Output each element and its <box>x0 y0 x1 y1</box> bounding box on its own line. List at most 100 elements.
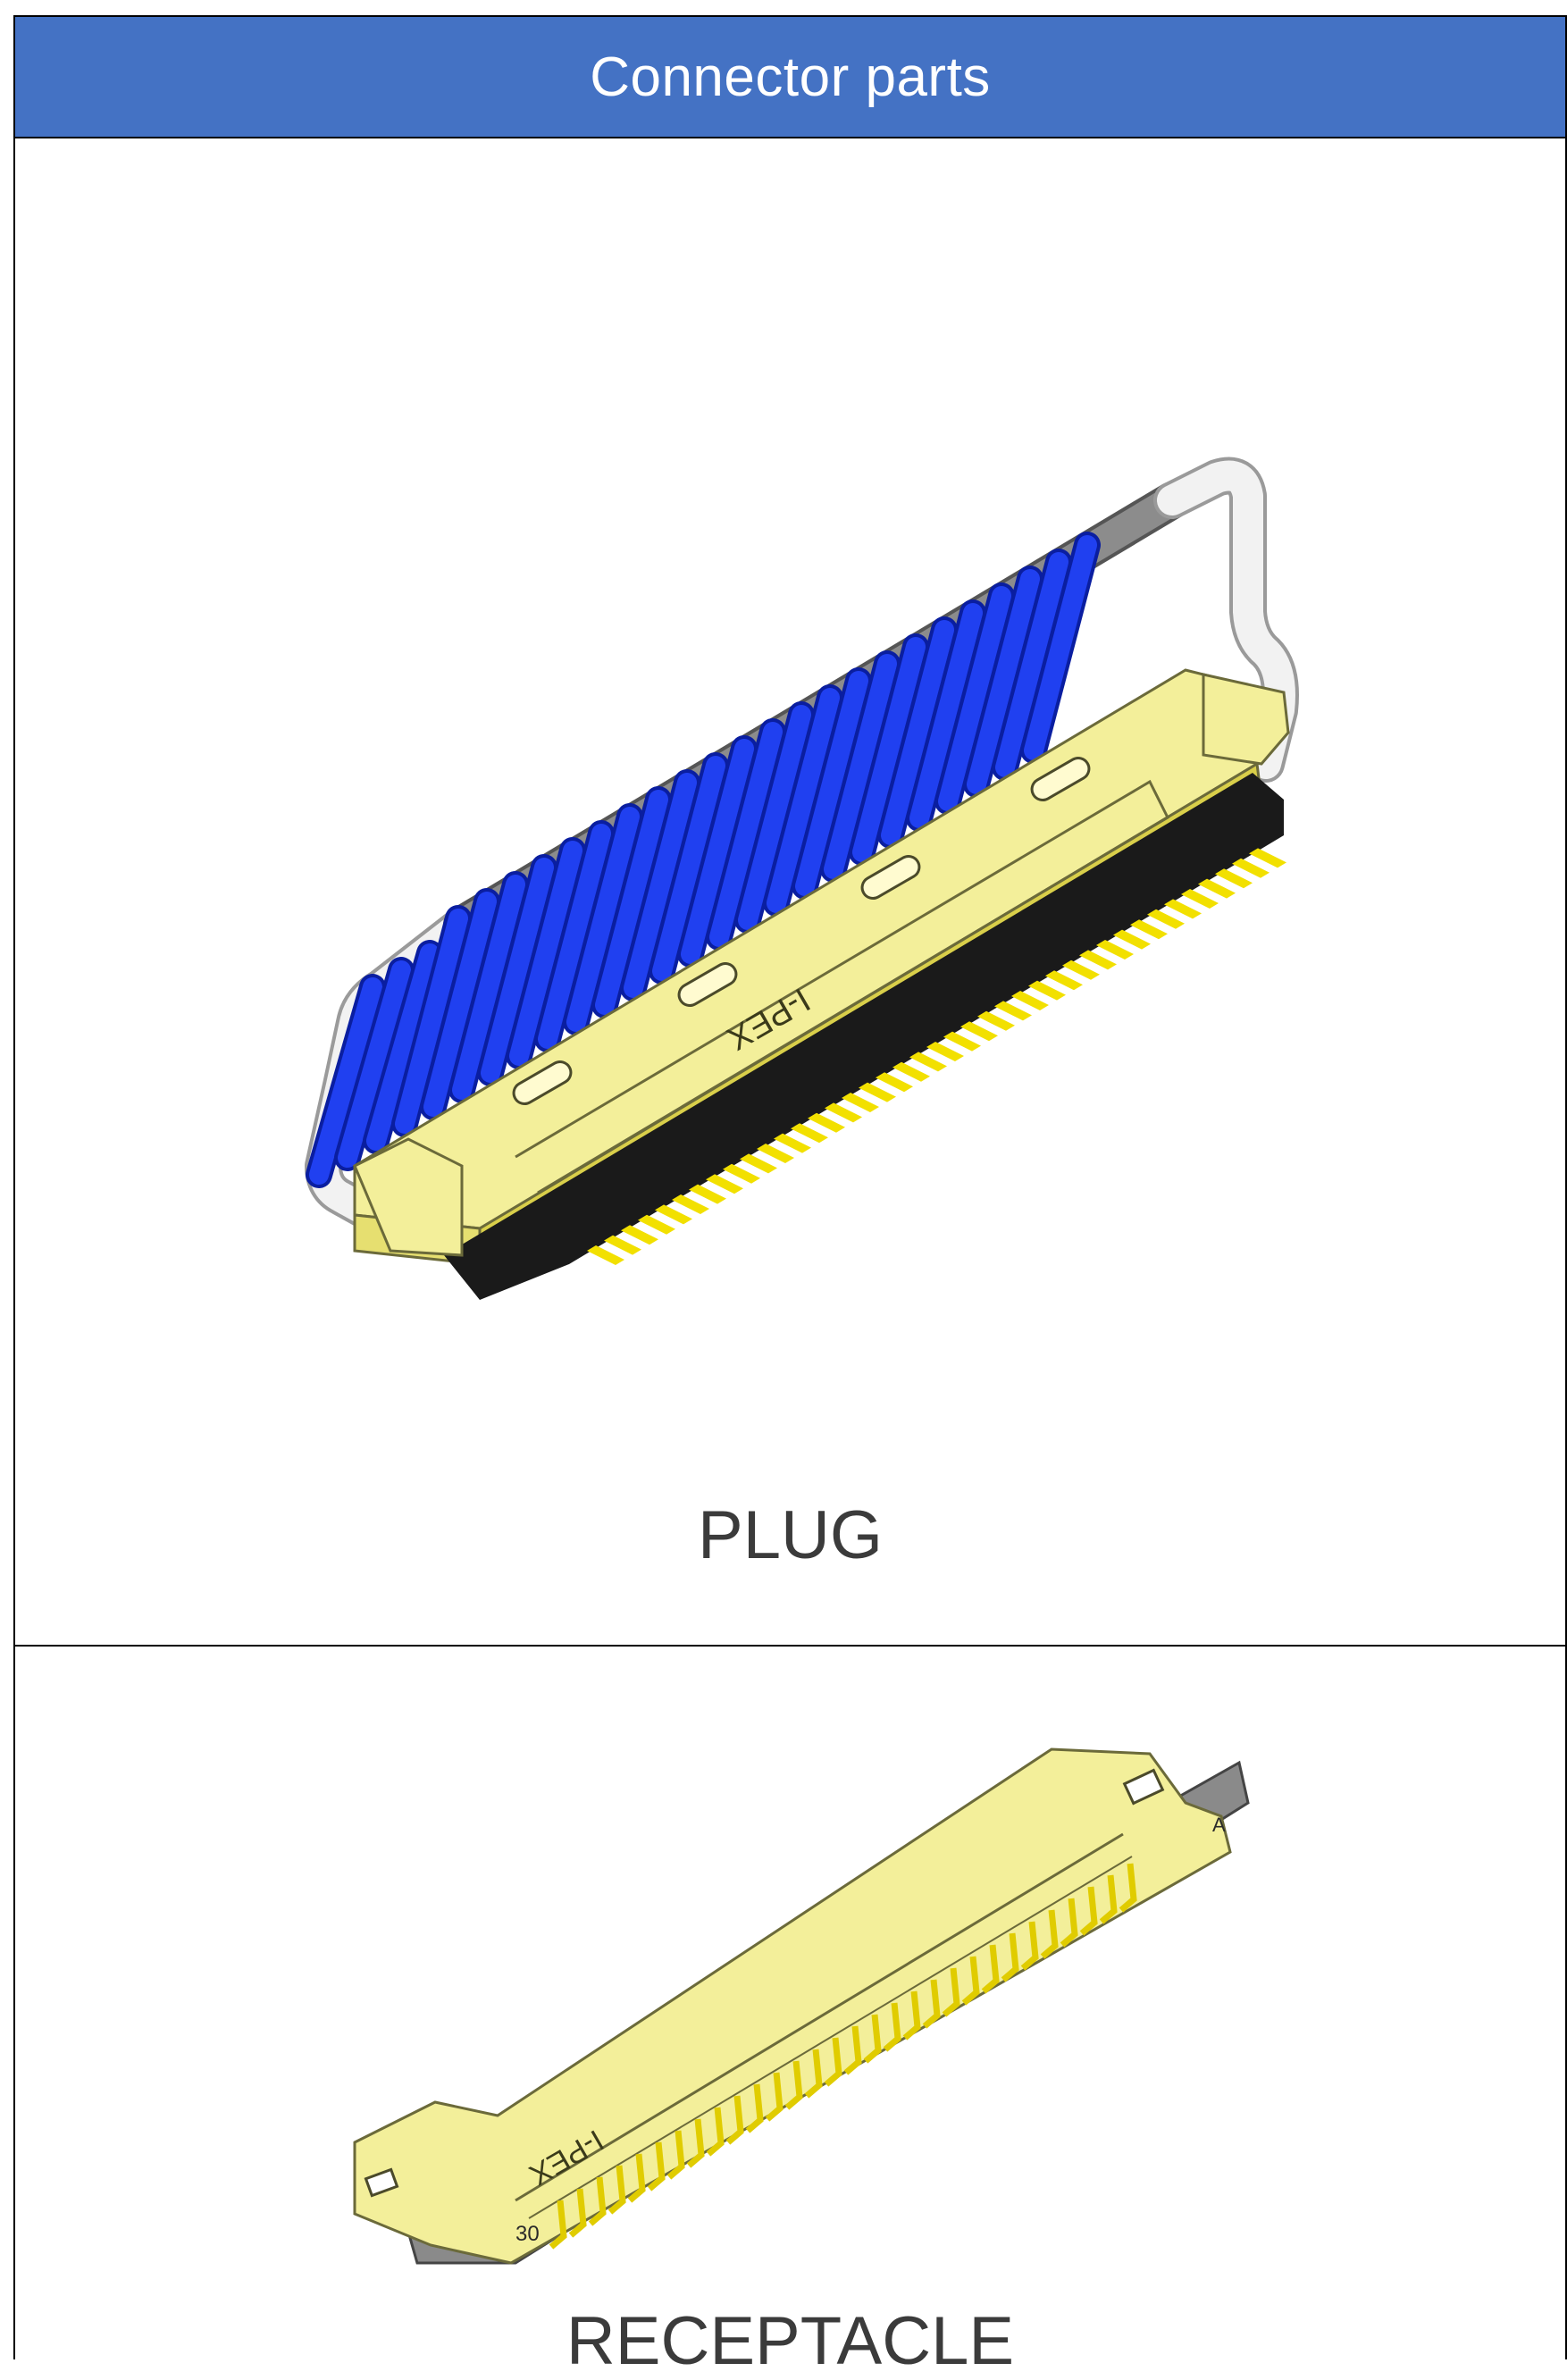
plug-contact <box>1198 878 1236 899</box>
plug-contact <box>740 1153 777 1174</box>
plug-contact <box>1215 868 1253 889</box>
receptacle-contact <box>1119 1863 1137 1913</box>
cable <box>967 569 1040 794</box>
plug-contact <box>1062 960 1100 980</box>
receptacle-contact <box>942 1967 960 2017</box>
plug-contact <box>994 1001 1032 1021</box>
receptacle-contact <box>1079 1886 1098 1936</box>
cable <box>1024 535 1097 760</box>
receptacle-contact <box>745 2083 764 2133</box>
plug-contact <box>1096 940 1134 960</box>
plug-contact <box>587 1245 624 1265</box>
receptacle-contact <box>961 1956 980 2006</box>
receptacle-contact <box>1020 1921 1039 1971</box>
cable <box>366 943 440 1151</box>
plug-contact <box>859 1082 896 1102</box>
receptacle-contact <box>588 2176 607 2226</box>
plug-contact <box>672 1194 709 1214</box>
plug-contact <box>808 1112 845 1133</box>
cable <box>738 705 811 930</box>
cable <box>338 960 411 1168</box>
cable <box>423 892 497 1117</box>
receptacle-contact <box>1001 1932 1019 1982</box>
cable <box>481 858 554 1083</box>
plug-image: I-PEX <box>305 457 1299 1300</box>
cable <box>624 773 697 998</box>
cable <box>509 841 582 1066</box>
plug-slots <box>512 757 1091 1105</box>
plug-base <box>444 773 1284 1300</box>
plug-contact <box>1045 970 1083 991</box>
plug-contact <box>1113 929 1151 950</box>
plug-contact <box>1147 909 1185 929</box>
cable <box>652 756 725 981</box>
plug-contact <box>604 1235 641 1255</box>
plug-contact <box>1164 899 1202 919</box>
receptacle-contact <box>922 1979 941 2029</box>
table-header: Connector parts <box>15 17 1565 138</box>
receptacle-contact <box>686 2118 705 2168</box>
cable <box>595 790 668 1015</box>
receptacle-contact <box>784 2060 803 2110</box>
plug-contact <box>825 1102 862 1123</box>
receptacle-contact <box>627 2153 646 2203</box>
receptacle-contact <box>765 2072 784 2122</box>
receptacle-caption: RECEPTACLE <box>566 2303 1015 2379</box>
plug-contact <box>638 1214 675 1235</box>
cable <box>538 824 611 1049</box>
plug-contact <box>977 1010 1015 1031</box>
plug-contact <box>757 1144 794 1163</box>
cable <box>709 722 783 947</box>
plug-contact <box>1181 889 1219 909</box>
plug-contact <box>1249 848 1286 868</box>
plug-contact <box>1079 950 1117 970</box>
receptacle-contact <box>725 2095 744 2145</box>
receptacle-contact <box>1060 1898 1078 1948</box>
plug-cables <box>306 532 1101 1188</box>
receptacle-contact <box>608 2165 626 2215</box>
receptacle-pin-label: 30 <box>515 2222 540 2246</box>
cable <box>852 637 926 862</box>
receptacle-contact <box>883 2002 901 2052</box>
plug-contact <box>689 1184 726 1204</box>
cable <box>681 739 754 964</box>
receptacle-contact <box>666 2130 685 2180</box>
receptacle-contact <box>902 1990 921 2041</box>
plug-contact <box>655 1204 692 1225</box>
receptacle-contact <box>549 2200 567 2250</box>
cable <box>938 586 1011 811</box>
plug-contact <box>1028 980 1066 1001</box>
receptacle-contact <box>843 2025 862 2075</box>
plug-contact <box>943 1031 981 1052</box>
plug-contact <box>876 1072 913 1093</box>
plug-contact <box>892 1061 930 1082</box>
plug-contact <box>842 1093 879 1112</box>
plug-contact <box>774 1133 811 1153</box>
plug-caption: PLUG <box>698 1497 883 1573</box>
plug-contact <box>1232 858 1270 878</box>
receptacle-contact <box>706 2107 725 2157</box>
plug-contact <box>1011 991 1049 1010</box>
plug-contact <box>909 1052 947 1072</box>
plug-contact <box>791 1123 828 1144</box>
receptacle-contact <box>863 2014 882 2064</box>
cable <box>909 603 983 828</box>
header-title: Connector parts <box>590 46 991 108</box>
plug-contacts <box>587 848 1286 1265</box>
plug-contact <box>1130 919 1168 940</box>
cable <box>995 552 1068 777</box>
receptacle-contact <box>1040 1909 1059 1959</box>
plug-contact <box>621 1225 658 1245</box>
receptacle-pin-label-a: A <box>1212 1814 1226 1836</box>
cable <box>395 909 468 1134</box>
receptacle-housing <box>353 1747 1232 2265</box>
receptacle-contact <box>981 1944 1000 1994</box>
cable <box>309 977 382 1185</box>
plug-contact <box>926 1042 964 1061</box>
cable <box>824 654 897 879</box>
plug-contact <box>960 1021 998 1042</box>
receptacle-contact <box>568 2188 587 2238</box>
cable <box>795 671 868 896</box>
plug-cell: I-PEX PLUG <box>15 138 1565 1647</box>
receptacle-image: I-PEX 30 A <box>353 1747 1250 2265</box>
